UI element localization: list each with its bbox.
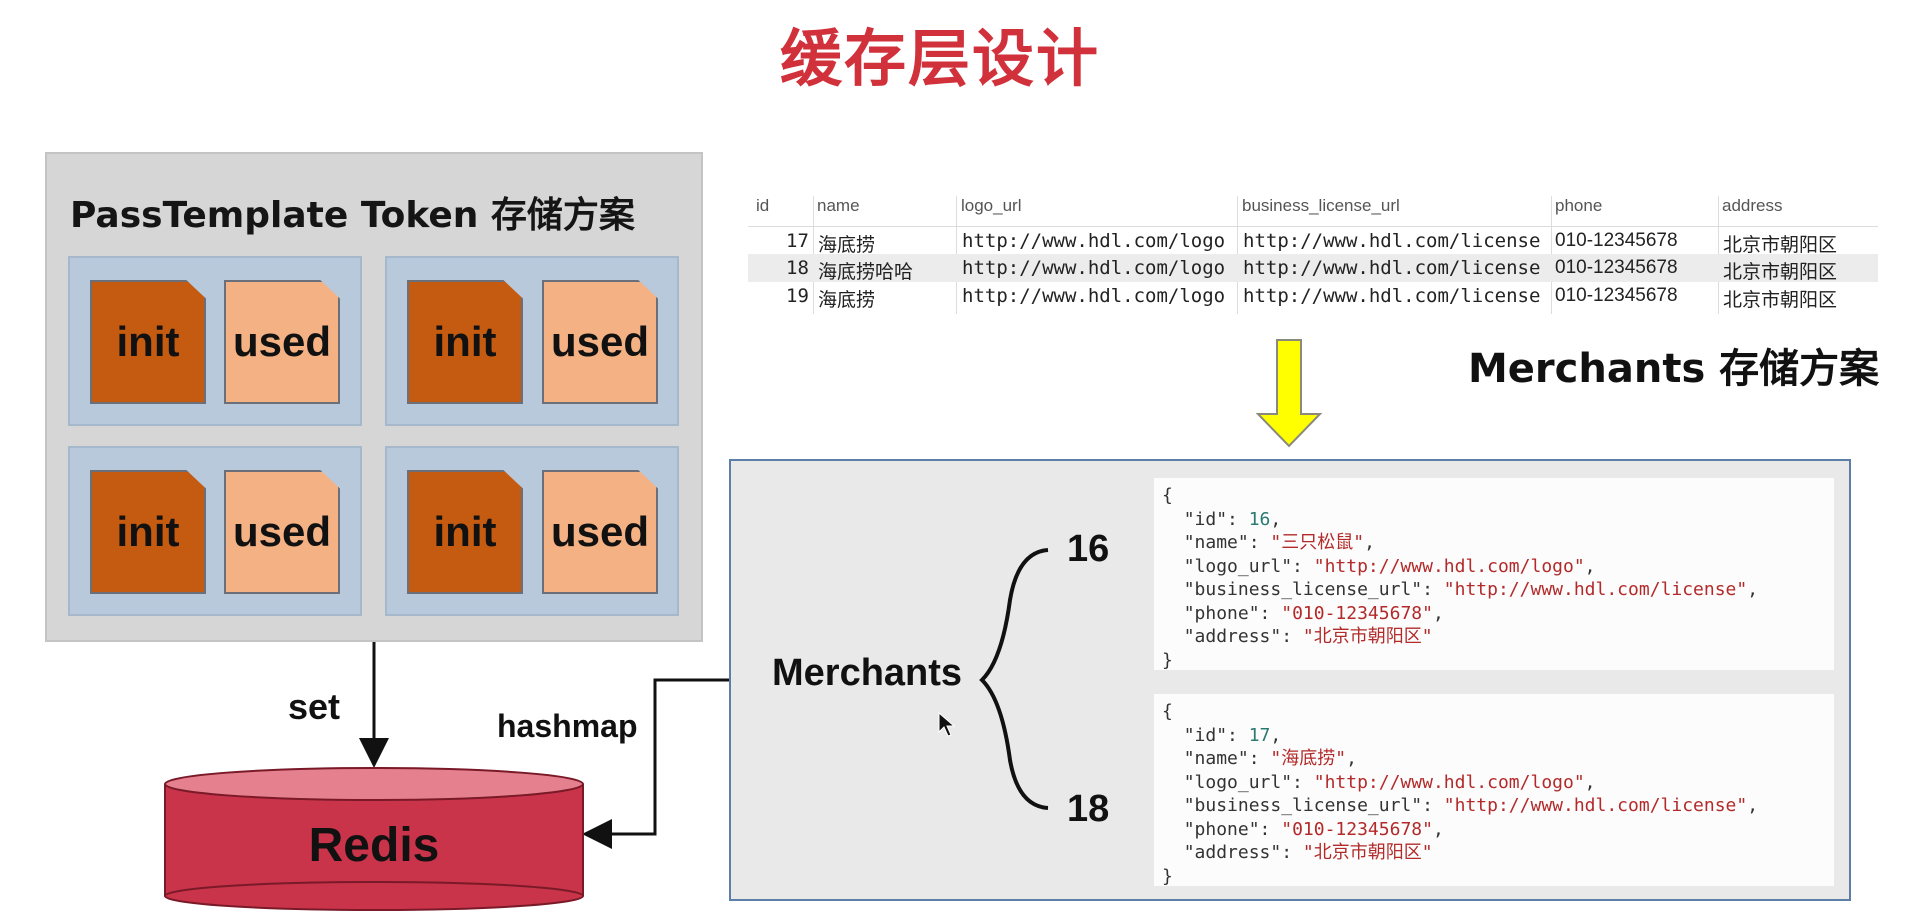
table-row[interactable]: 19 海底捞 http://www.hdl.com/logo http://ww… — [748, 282, 1878, 311]
used-doc: used — [224, 280, 340, 404]
table-cell: http://www.hdl.com/license — [1243, 230, 1541, 252]
hashmap-label: hashmap — [497, 708, 638, 744]
json-value: 010-12345678 — [1292, 602, 1423, 624]
init-doc: init — [90, 470, 206, 594]
table-cell: http://www.hdl.com/license — [1243, 285, 1541, 307]
table-header[interactable]: logo_url — [961, 196, 1022, 215]
table-header[interactable]: name — [817, 196, 860, 215]
table-cell: http://www.hdl.com/logo — [962, 285, 1226, 307]
json-entry: { "id": 16, "name": "三只松鼠", "logo_url": … — [1154, 478, 1834, 671]
hash-key: 18 — [1067, 788, 1110, 830]
table-header[interactable]: id — [756, 196, 770, 215]
page-title: 缓存层设计 — [779, 22, 1100, 95]
merchants-hash-name: Merchants — [772, 652, 963, 694]
init-doc: init — [90, 280, 206, 404]
table-row[interactable]: 17 海底捞 http://www.hdl.com/logo http://ww… — [748, 226, 1878, 256]
table-cell: 010-12345678 — [1555, 257, 1678, 278]
down-arrow-icon — [1255, 339, 1323, 448]
init-doc: init — [407, 280, 523, 404]
json-value: 海底捞 — [1281, 748, 1336, 769]
table-cell: 海底捞 — [818, 289, 876, 311]
init-doc: init — [407, 470, 523, 594]
hashmap-arrow — [582, 678, 729, 849]
used-doc: used — [542, 280, 658, 404]
passtemplate-title: PassTemplate Token 存储方案 — [70, 195, 635, 236]
table-cell: http://www.hdl.com/logo — [962, 257, 1226, 279]
json-value: http://www.hdl.com/license — [1454, 579, 1737, 600]
json-value: 17 — [1248, 724, 1271, 746]
merchants-scheme-label: Merchants 存储方案 — [1468, 346, 1880, 392]
used-doc: used — [224, 470, 340, 594]
json-value: 北京市朝阳区 — [1313, 842, 1422, 863]
table-cell: http://www.hdl.com/logo — [962, 230, 1226, 252]
json-value: http://www.hdl.com/logo — [1324, 555, 1574, 577]
redis-label: Redis — [308, 819, 440, 872]
json-value: 16 — [1248, 508, 1271, 530]
table-cell: 010-12345678 — [1555, 230, 1678, 251]
cursor-icon — [938, 712, 956, 737]
json-entry: { "id": 17, "name": "海底捞", "logo_url": "… — [1154, 694, 1834, 887]
redis-cylinder — [164, 767, 584, 911]
table-cell: 010-12345678 — [1555, 285, 1678, 306]
json-value: http://www.hdl.com/license — [1454, 795, 1737, 816]
table-cell: 北京市朝阳区 — [1723, 289, 1838, 311]
set-label: set — [288, 686, 341, 727]
used-doc: used — [542, 470, 658, 594]
table-cell: 海底捞 — [818, 234, 876, 256]
table-header[interactable]: business_license_url — [1242, 196, 1400, 215]
table-cell: 19 — [786, 285, 809, 307]
json-value: 三只松鼠 — [1281, 532, 1354, 553]
table-cell: 海底捞哈哈 — [818, 261, 914, 283]
brace-icon — [979, 548, 1049, 810]
hash-key: 16 — [1067, 528, 1110, 570]
table-cell: 北京市朝阳区 — [1723, 234, 1838, 256]
table-cell: 18 — [786, 257, 809, 279]
table-row[interactable]: 18 海底捞哈哈 http://www.hdl.com/logo http://… — [748, 254, 1878, 283]
json-value: 010-12345678 — [1292, 818, 1423, 840]
table-cell: http://www.hdl.com/license — [1243, 257, 1541, 279]
table-header[interactable]: phone — [1555, 196, 1603, 215]
table-header[interactable]: address — [1722, 196, 1783, 215]
table-cell: 北京市朝阳区 — [1723, 261, 1838, 283]
json-value: http://www.hdl.com/logo — [1324, 771, 1574, 793]
json-value: 北京市朝阳区 — [1313, 626, 1422, 647]
table-cell: 17 — [786, 230, 809, 252]
